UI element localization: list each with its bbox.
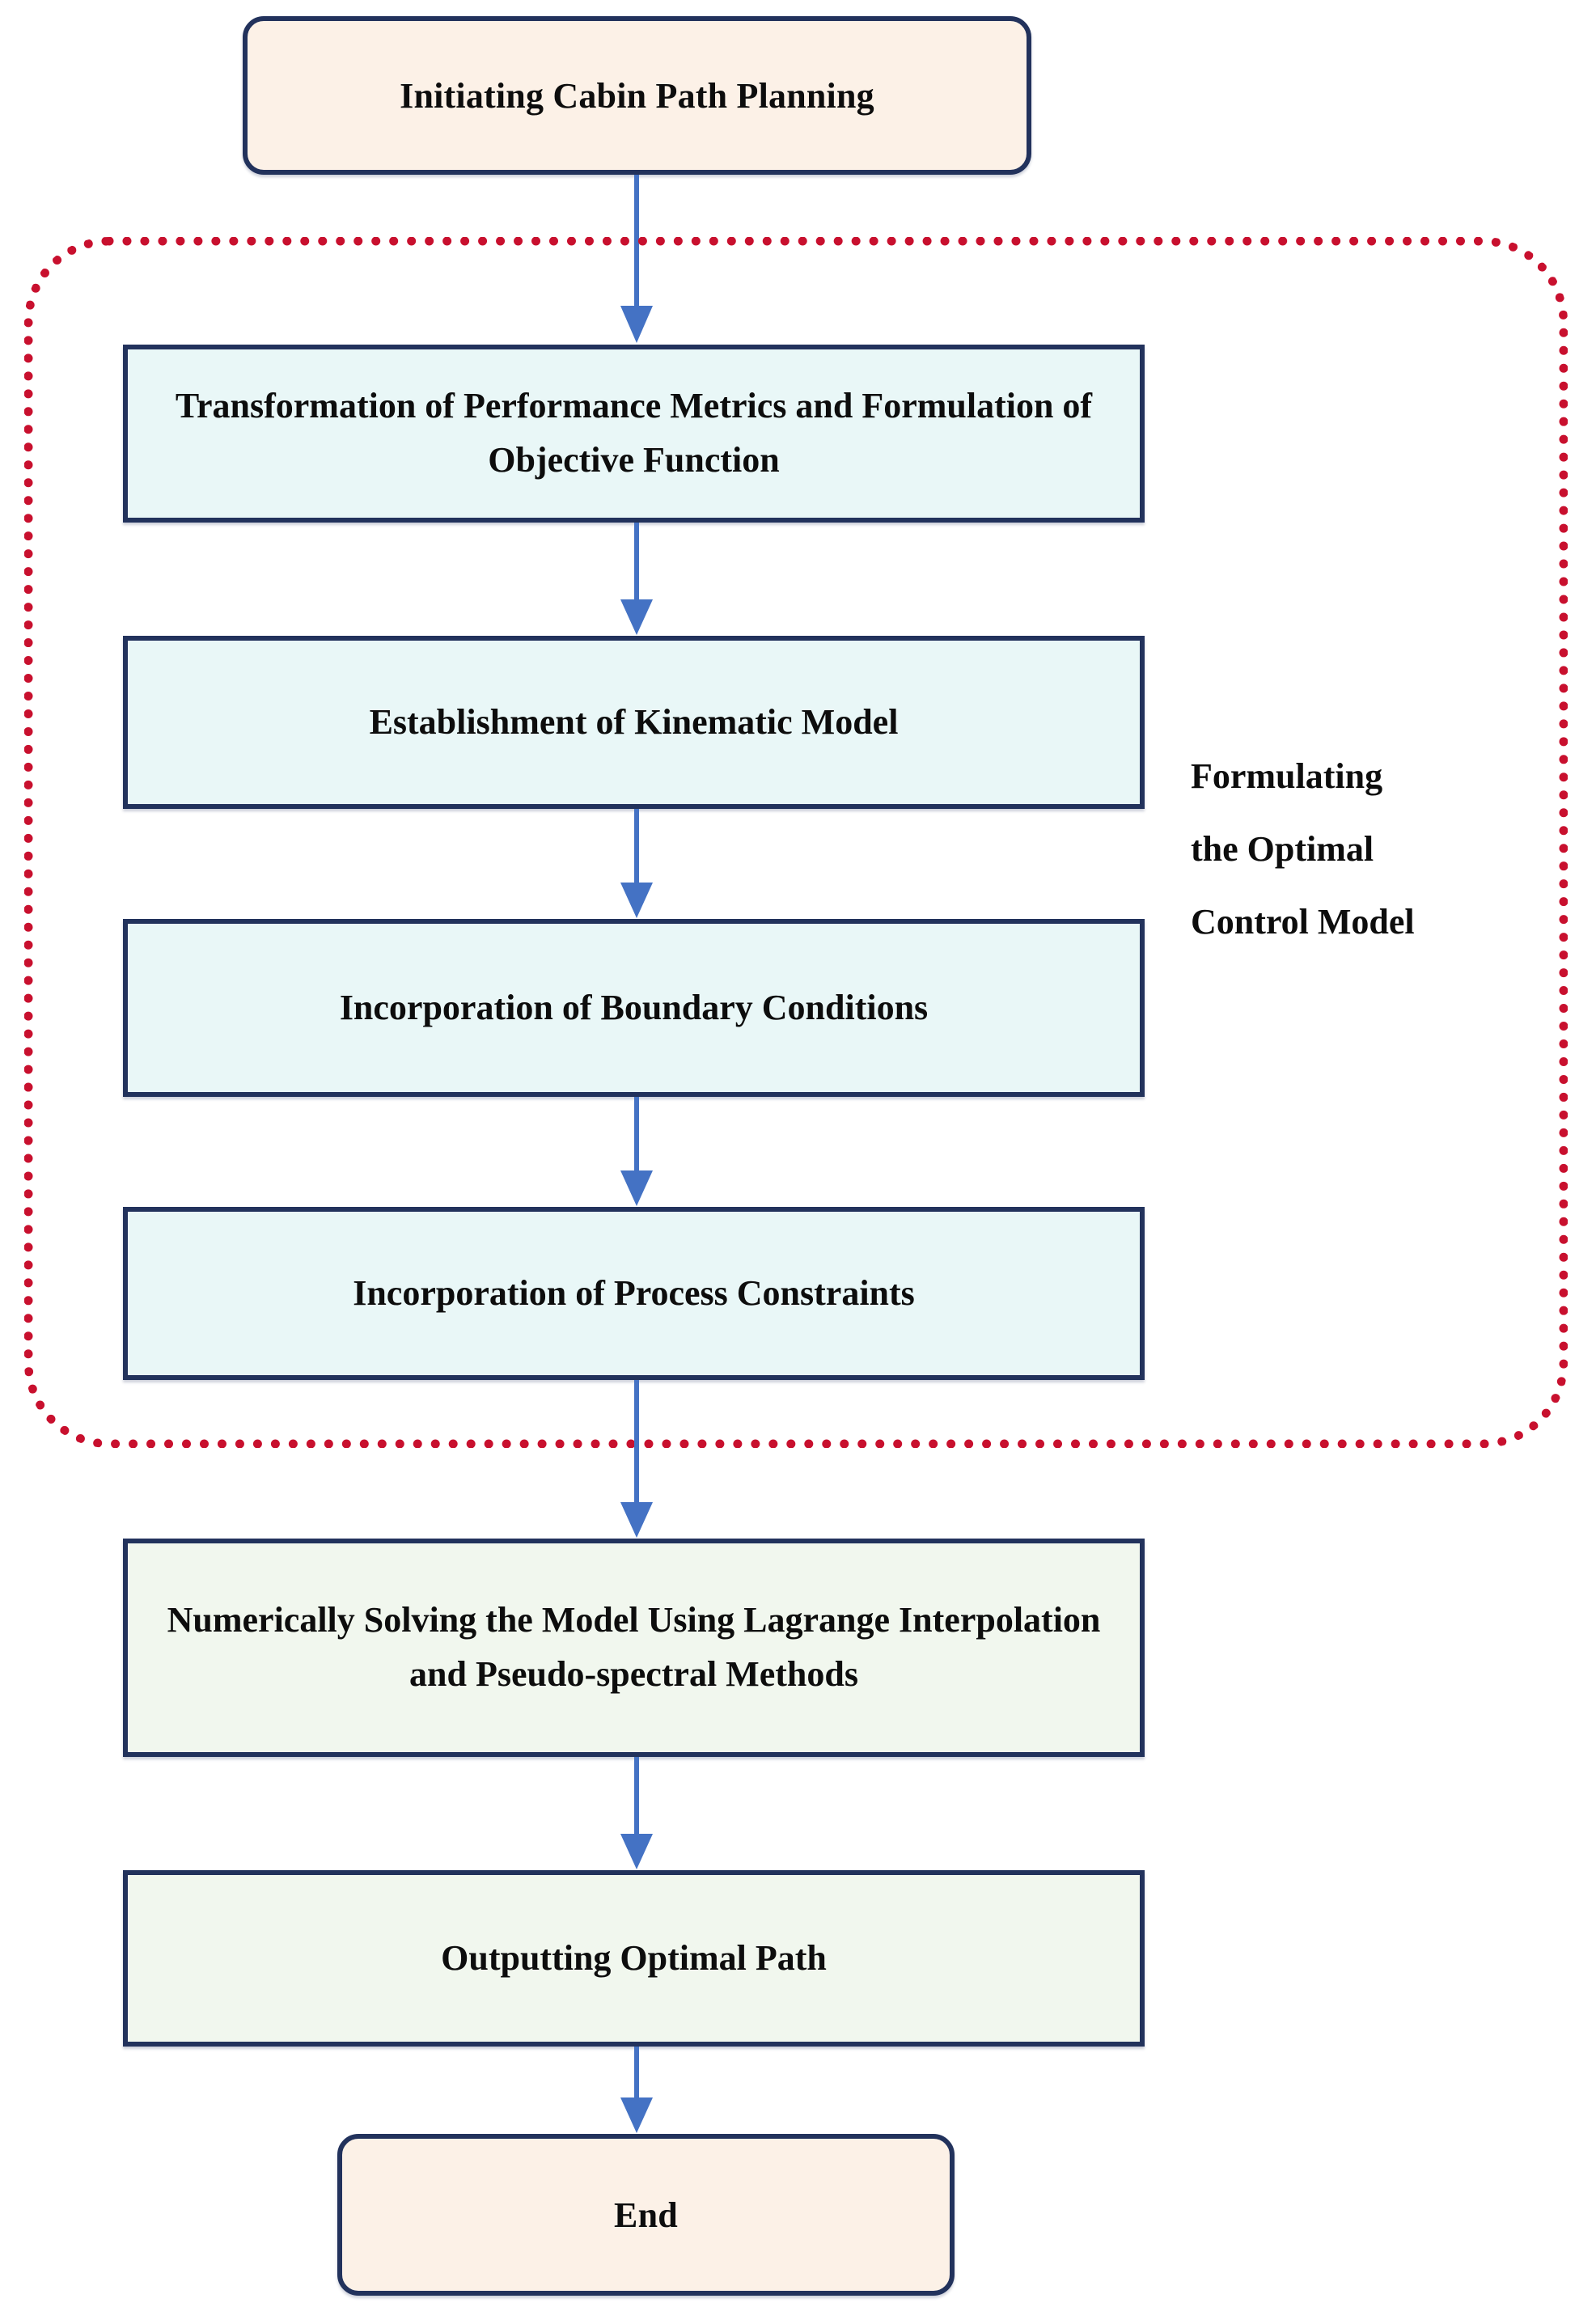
node-numerical-solution-label: Numerically Solving the Model Using Lagr… (167, 1600, 1101, 1694)
node-objective-function-label: Transformation of Performance Metrics an… (175, 386, 1093, 480)
node-numerical-solution[interactable]: Numerically Solving the Model Using Lagr… (123, 1539, 1145, 1757)
node-start-label: Initiating Cabin Path Planning (400, 75, 874, 116)
node-start[interactable]: Initiating Cabin Path Planning (243, 16, 1031, 175)
node-process-constraints[interactable]: Incorporation of Process Constraints (123, 1207, 1145, 1380)
node-end-label: End (614, 2195, 678, 2235)
connector-boundary-to-constraints (612, 1097, 661, 1207)
node-boundary-conditions-label: Incorporation of Boundary Conditions (339, 987, 929, 1027)
connector-kinematic-to-boundary (612, 809, 661, 919)
connector-objective-to-kinematic (612, 523, 661, 636)
node-objective-function[interactable]: Transformation of Performance Metrics an… (123, 345, 1145, 523)
node-output-optimal-path-label: Outputting Optimal Path (441, 1937, 827, 1978)
node-end[interactable]: End (337, 2134, 955, 2296)
node-output-optimal-path[interactable]: Outputting Optimal Path (123, 1870, 1145, 2047)
connector-solve-to-output (612, 1757, 661, 1870)
group-caption-optimal-control-model: Formulating the Optimal Control Model (1191, 756, 1415, 942)
connector-constraints-to-solve (612, 1380, 661, 1539)
node-boundary-conditions[interactable]: Incorporation of Boundary Conditions (123, 919, 1145, 1097)
connector-start-to-objective (612, 175, 661, 345)
connector-output-to-end (612, 2047, 661, 2134)
node-kinematic-model[interactable]: Establishment of Kinematic Model (123, 636, 1145, 809)
node-process-constraints-label: Incorporation of Process Constraints (353, 1272, 915, 1313)
node-kinematic-model-label: Establishment of Kinematic Model (369, 701, 899, 742)
